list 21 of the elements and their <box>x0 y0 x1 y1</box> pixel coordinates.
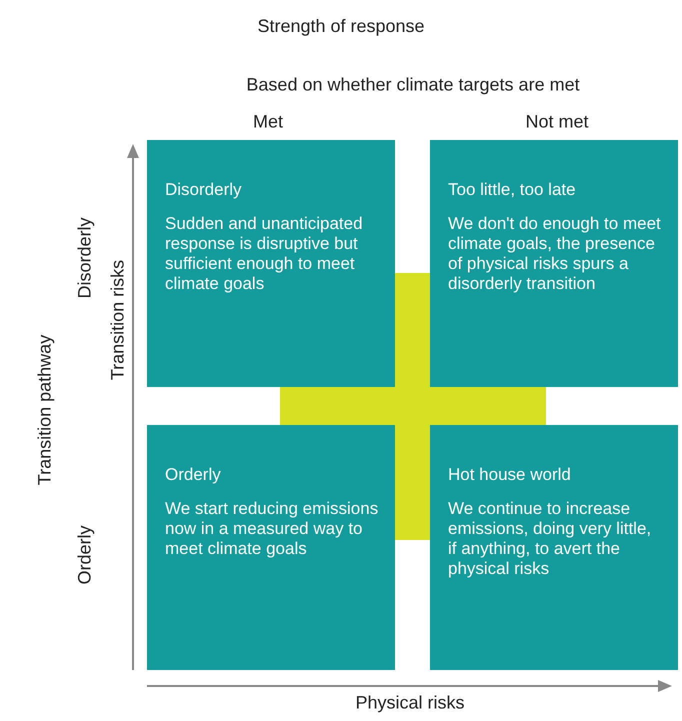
scenario-description: Sudden and unanticipated response is disruptive but sufficient enough to meet climate goals <box>165 214 364 294</box>
scenario-description: We start reducing emissions now in a measured way to meet climate goals <box>165 499 380 559</box>
scenario-heading: Hot house world <box>448 465 572 485</box>
axis-label: Orderly <box>74 526 96 584</box>
scenario-box <box>430 425 678 670</box>
scenario-description: We continue to increase emissions, doing very little, if anything, to avert the physical risks <box>448 499 652 579</box>
scenario-description: We don't do enough to meet climate goals, the presence of physical risks spurs a disorderly transition <box>448 214 662 294</box>
scenario-box <box>430 140 678 387</box>
axis-label: Not met <box>525 112 589 132</box>
axis-label: Based on whether climate targets are met <box>246 74 580 96</box>
scenario-box <box>147 425 395 670</box>
axis-label: Met <box>253 112 283 132</box>
scenario-box <box>147 140 395 387</box>
axis-label: Disorderly <box>74 217 96 299</box>
scenario-heading: Disorderly <box>165 180 243 200</box>
axis-label: Transition pathway <box>34 334 56 486</box>
axis-label: Physical risks <box>355 692 465 714</box>
scenario-heading: Orderly <box>165 465 222 485</box>
axis-label: Transition risks <box>108 260 128 380</box>
chart-title: Strength of response <box>256 16 426 37</box>
scenario-heading: Too little, too late <box>448 180 577 200</box>
